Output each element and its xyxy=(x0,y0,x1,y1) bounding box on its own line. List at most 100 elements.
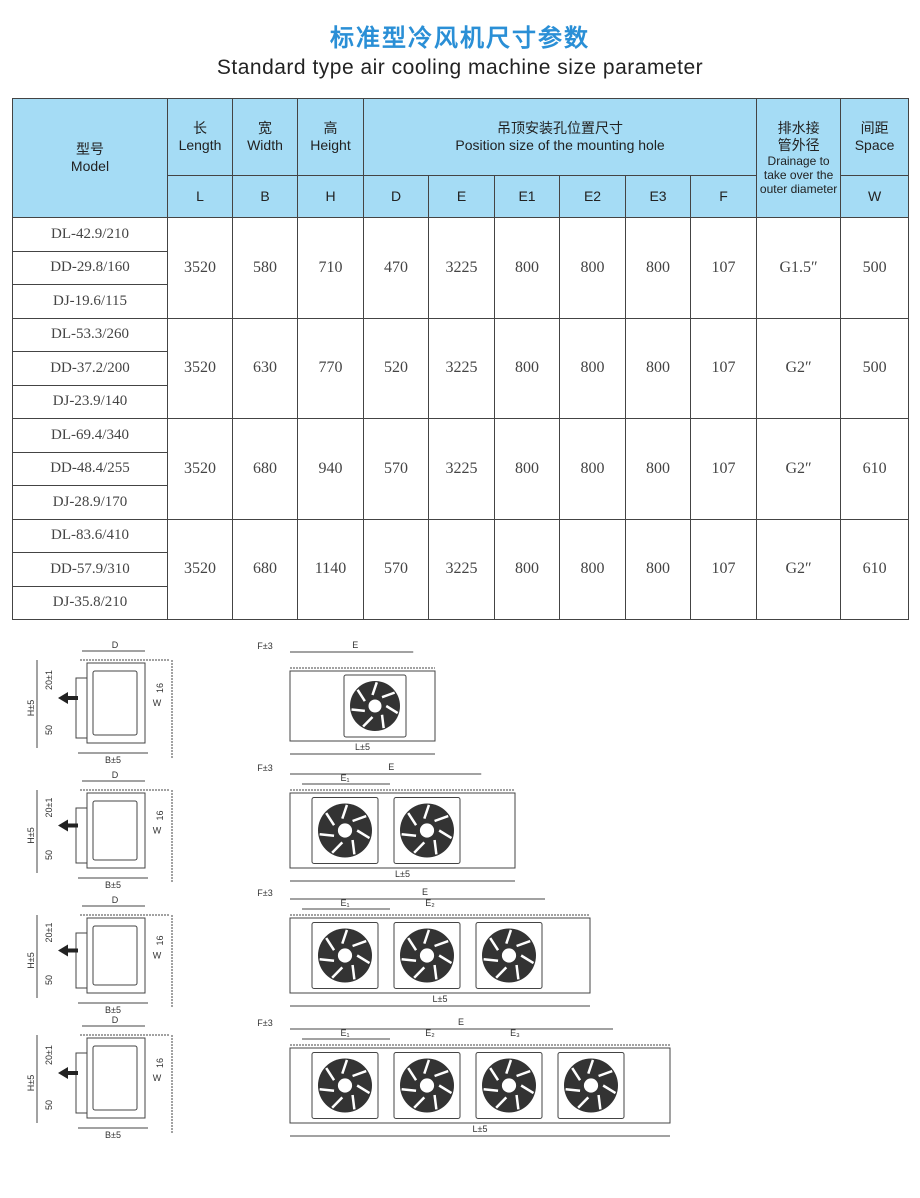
dim-20-label: 20±1 xyxy=(44,923,54,943)
dim-d-label: D xyxy=(112,640,119,650)
dim-50-label: 50 xyxy=(44,850,54,860)
dim-e-label: E xyxy=(458,1017,464,1027)
page-title-cn: 标准型冷风机尺寸参数 xyxy=(330,25,590,52)
header-height-cn: 高 xyxy=(323,120,338,136)
dim-f-label: F±3 xyxy=(257,763,272,773)
header-drain-en: Drainage to take over the outer diameter xyxy=(759,153,838,196)
dim-50-label: 50 xyxy=(44,1100,54,1110)
e2-cell: 800 xyxy=(559,518,626,620)
header-model-en: Model xyxy=(70,158,110,174)
table-row: DJ-23.9/140 xyxy=(12,384,909,419)
header-width-cn: 宽 xyxy=(258,120,272,136)
length-cell: 3520 xyxy=(167,217,233,319)
dim-l-label: L±5 xyxy=(433,994,448,1004)
subheader-b: B xyxy=(232,175,298,218)
table-row: DJ-35.8/210 xyxy=(12,585,909,620)
subheader-l: L xyxy=(167,175,233,218)
width-cell: 680 xyxy=(232,518,298,620)
d-cell: 570 xyxy=(363,518,429,620)
airflow-arrow-icon xyxy=(58,819,68,832)
dim-w-label: W xyxy=(153,951,162,961)
dim-f-label: F±3 xyxy=(257,888,272,898)
dim-w-label: W xyxy=(153,1073,162,1083)
header-height-en: Height xyxy=(310,137,351,153)
e-cell: 3225 xyxy=(428,518,495,620)
dim-e1-label: E₁ xyxy=(340,898,349,908)
dim-l-label: L±5 xyxy=(395,869,410,879)
e2-cell: 800 xyxy=(559,217,626,319)
width-cell: 680 xyxy=(232,418,298,520)
length-cell: 3520 xyxy=(167,418,233,520)
dim-h-label: H±5 xyxy=(26,952,36,968)
model-cell: DJ-23.9/140 xyxy=(12,384,168,419)
subheader-e: E xyxy=(428,175,495,218)
model-cell: DD-37.2/200 xyxy=(12,351,168,386)
height-cell: 770 xyxy=(297,317,364,419)
space-cell: 610 xyxy=(840,418,910,520)
dim-h-label: H±5 xyxy=(26,1075,36,1091)
e3-cell: 800 xyxy=(625,217,691,319)
dim-f-label: F±3 xyxy=(257,641,272,651)
space-cell: 500 xyxy=(840,217,910,319)
dim-16-label: 16 xyxy=(155,810,165,820)
d-cell: 520 xyxy=(363,317,429,419)
dim-w-label: W xyxy=(153,698,162,708)
e1-cell: 800 xyxy=(494,217,560,319)
e3-cell: 800 xyxy=(625,518,691,620)
airflow-arrow-icon xyxy=(58,944,68,957)
subheader-w: W xyxy=(840,175,910,218)
dim-e3-label: E₃ xyxy=(510,1028,520,1038)
dim-20-label: 20±1 xyxy=(44,1045,54,1065)
model-cell: DD-29.8/160 xyxy=(12,250,168,285)
drainage-cell: G2″ xyxy=(756,317,842,419)
dim-b-label: B±5 xyxy=(105,755,121,765)
e-cell: 3225 xyxy=(428,418,495,520)
e-cell: 3225 xyxy=(428,317,495,419)
e3-cell: 800 xyxy=(625,418,691,520)
header-drain-cn2: 管外径 xyxy=(777,136,820,153)
model-cell: DD-48.4/255 xyxy=(12,451,168,486)
drainage-cell: G2″ xyxy=(756,418,842,520)
header-length-en: Length xyxy=(178,137,222,153)
dim-e-label: E xyxy=(388,762,394,772)
f-cell: 107 xyxy=(689,317,758,419)
dim-16-label: 16 xyxy=(155,935,165,945)
dim-e2-label: E₂ xyxy=(425,898,435,908)
dim-f-label: F±3 xyxy=(257,1018,272,1028)
dimension-drawings: DH±520±15016WB±5DH±520±15016WB±5DH±520±1… xyxy=(26,640,671,1140)
dim-20-label: 20±1 xyxy=(44,670,54,690)
dim-d-label: D xyxy=(112,1015,119,1025)
dim-b-label: B±5 xyxy=(105,1005,121,1015)
height-cell: 940 xyxy=(297,418,364,520)
dim-16-label: 16 xyxy=(155,1058,165,1068)
dim-l-label: L±5 xyxy=(473,1124,488,1134)
width-cell: 630 xyxy=(232,317,298,419)
model-cell: DL-53.3/260 xyxy=(12,317,168,352)
header-length-cn: 长 xyxy=(193,120,207,136)
e-cell: 3225 xyxy=(428,217,495,319)
header-mount-cn: 吊顶安装孔位置尺寸 xyxy=(497,120,624,136)
header-space-cn: 间距 xyxy=(860,120,889,136)
dim-l-label: L±5 xyxy=(355,742,370,752)
dim-e2-label: E₂ xyxy=(425,1028,435,1038)
header-drain-cn1: 排水接 xyxy=(777,119,820,136)
dim-w-label: W xyxy=(153,826,162,836)
header-mount-en: Position size of the mounting hole xyxy=(455,137,665,153)
model-cell: DJ-28.9/170 xyxy=(12,485,168,520)
d-cell: 470 xyxy=(363,217,429,319)
